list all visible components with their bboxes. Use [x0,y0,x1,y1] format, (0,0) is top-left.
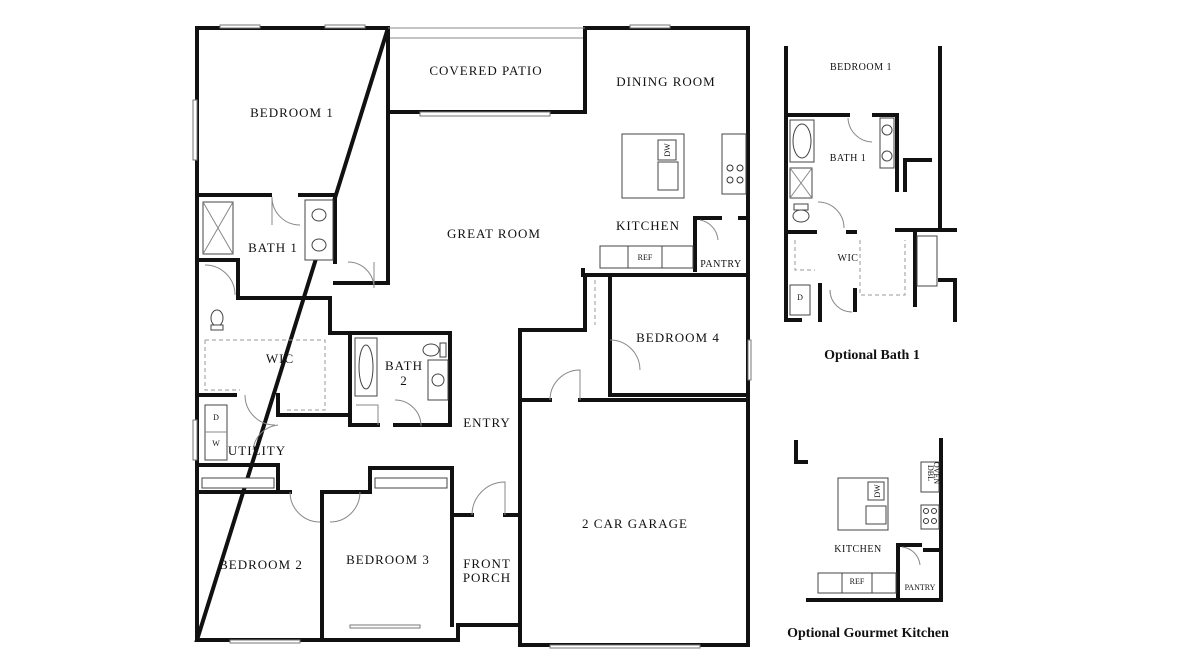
opt-bath-wic-label: WIC [838,253,859,264]
bath-2-label-line2: 2 [400,373,408,388]
covered-patio-label: COVERED PATIO [429,63,542,78]
bath-1-label: BATH 1 [248,240,298,255]
opt-bath-bedroom-1-label: BEDROOM 1 [830,62,892,73]
front-porch-label-line1: FRONT [463,556,511,571]
opt-bath-dryer-label: D [797,293,803,302]
opt-kitchen-oven-label: OVEN [932,462,941,484]
opt-kitchen-pantry-label: PANTRY [905,583,936,592]
opt-bath-bath-1-label: BATH 1 [830,153,867,164]
kitchen-label: KITCHEN [616,218,680,233]
front-porch-label-line2: PORCH [463,570,511,585]
washer-label: W [212,439,220,448]
ref-label: REF [638,253,653,262]
bath-2-label-line1: BATH [385,358,423,373]
two-car-garage-label: 2 CAR GARAGE [582,516,688,531]
optional-gourmet-kitchen-caption: Optional Gourmet Kitchen [787,626,949,641]
wic-label: WIC [266,351,294,366]
utility-label: UTILITY [228,443,286,458]
main-floor-plan: BEDROOM 1 COVERED PATIO DINING ROOM BATH… [192,24,752,649]
opt-kitchen-dbl-label: DBL [926,465,935,481]
dining-room-label: DINING ROOM [616,74,715,89]
bedroom-2-label: BEDROOM 2 [219,557,303,572]
optional-bath-1-caption: Optional Bath 1 [824,348,920,363]
great-room-label: GREAT ROOM [447,226,541,241]
opt-kitchen-kitchen-label: KITCHEN [834,544,881,555]
bedroom-1-label: BEDROOM 1 [250,105,334,120]
optional-bath-1-plan: BEDROOM 1 BATH 1 WIC D Optional Bath 1 [784,46,957,363]
bedroom-3-label: BEDROOM 3 [346,552,430,567]
optional-gourmet-kitchen-plan: REF DW DBL OVEN KITCHEN PANTRY Optional … [787,438,949,641]
pantry-label: PANTRY [700,259,742,270]
opt-kitchen-dw-label: DW [873,484,882,498]
opt-kitchen-ref-label: REF [850,577,865,586]
bedroom-4-label: BEDROOM 4 [636,330,720,345]
entry-label: ENTRY [463,415,511,430]
dryer-label: D [213,413,219,422]
dw-label: DW [663,143,672,157]
